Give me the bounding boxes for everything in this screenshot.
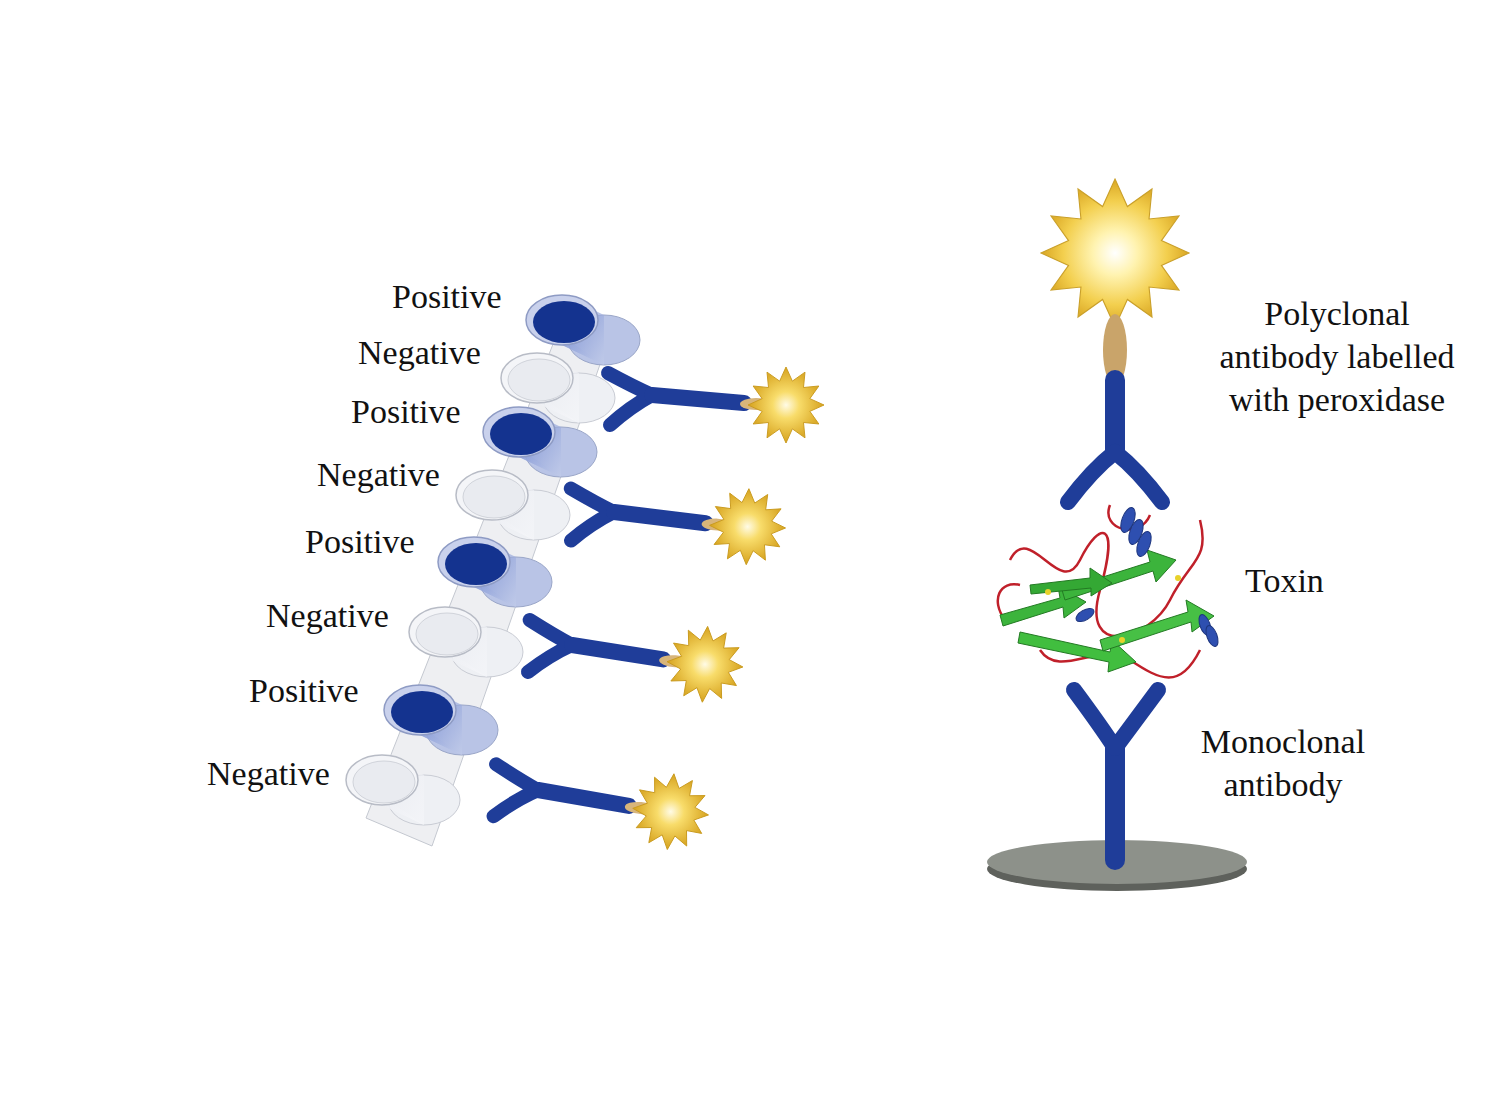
well-label: Positive — [305, 520, 415, 563]
well-label: Positive — [392, 275, 502, 318]
polyclonal-antibody — [1041, 179, 1189, 502]
well-label: Negative — [317, 453, 440, 496]
toxin-structure — [998, 505, 1221, 678]
well-label: Positive — [351, 390, 461, 433]
well-label: Negative — [358, 331, 481, 374]
toxin-label: Toxin — [1245, 559, 1324, 602]
labelled-antibodies — [490, 367, 824, 853]
well-label: Positive — [249, 669, 359, 712]
monoclonal-antibody — [987, 690, 1247, 891]
antibody-label: Polyclonal antibody labelled with peroxi… — [1206, 292, 1468, 421]
well-label: Negative — [207, 752, 330, 795]
antibody-label: Monoclonal antibody — [1177, 720, 1389, 806]
well-label: Negative — [266, 594, 389, 637]
